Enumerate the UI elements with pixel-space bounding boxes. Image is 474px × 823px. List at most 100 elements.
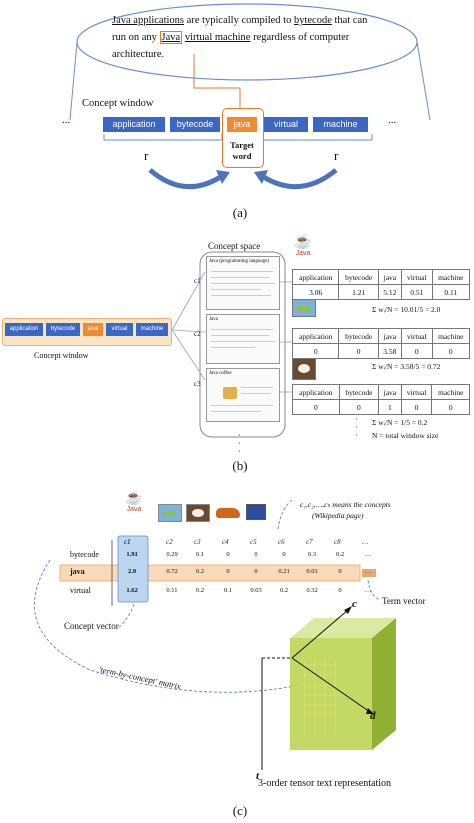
caption-b: (b) [232,458,248,473]
cell-java-c6: 0.21 [278,568,290,575]
cell-bytecode-c5: 0 [254,551,258,558]
sentence-bytecode: bytecode [293,15,332,26]
left-ellipsis: ... [62,114,71,126]
cell-java-c4: 0 [226,568,230,575]
cell-bytecode-c8: 0.2 [335,551,345,558]
radius-label-left: r [144,148,149,163]
concept-window-label-a: Concept window [82,98,154,109]
cell-bytecode-c7: 0.3 [307,551,317,558]
radius-label-right: r [334,148,339,163]
sentence-java-target: Java [159,31,183,44]
cell-bytecode-c6: 0 [282,551,286,558]
right-curved-arrow [260,168,338,190]
doc-c1: Java (programming language) [206,256,280,310]
b-token-java: java [83,323,103,336]
col-c5: c5 [250,538,257,546]
token-machine: machine [313,117,368,132]
term-vector-label: Term vector [382,596,426,606]
b-token-application: application [5,323,43,336]
concept-vector-label: Concept vector [64,621,119,631]
cell-virtual-c7: 0.32 [306,587,318,594]
term-vector-arrow [367,579,381,601]
cell-java-more: … [364,568,372,575]
b-token-bytecode: bytecode [46,323,80,336]
left-curved-arrow [148,168,224,190]
cell-bytecode-c3: 0.1 [195,551,205,558]
tensor-side [372,618,396,750]
panel-c-graphics [34,499,396,770]
coffee-icon-c [186,504,210,522]
axis-c-label: c [352,598,357,610]
col-c1: c1 [124,538,131,546]
cell-virtual-c6: 0.2 [279,587,289,594]
cell-java-c7: 0.01 [306,568,318,575]
axis-d-label: d [370,710,376,722]
formula-c3: Σ wᵢ/N = 1/5 = 0.2 [372,418,428,427]
doc-id-c1: c1 [194,277,201,285]
computer-icon [246,504,266,520]
map-icon-c [158,504,182,522]
doc-id-c3: c3 [194,380,201,388]
caption-c: (c) [232,803,248,818]
tensor-grid [300,660,340,735]
col-c7: c7 [306,538,313,546]
cell-virtual-c8: 0 [338,587,342,594]
cell-bytecode-c1: 1.91 [126,551,138,558]
right-ellipsis: ... [388,114,397,126]
tensor-label: 3-order tensor text representation [258,778,392,789]
axis-t-label: t [256,770,260,782]
token-java: java [227,117,257,132]
matrix-to-tensor-arrow [34,559,301,693]
token-application: application [103,117,165,132]
doc-c3-title: Java coffee [209,371,232,376]
concept-vector-column [117,535,149,603]
tensor-top [290,618,396,638]
example-sentence: Java applications are typically compiled… [112,12,382,63]
cell-bytecode-c2: 0.29 [166,551,178,558]
doc-c2-title: Java [209,317,218,322]
doc-dots: ··· [238,431,241,456]
sentence-part-4: that can run on any [112,15,368,43]
cell-virtual-c5: 0.03 [250,587,262,594]
map-icon [292,299,316,317]
cell-java-c3: 0.2 [195,568,205,575]
cell-java-c8: 0 [338,568,342,575]
concepts-note-1: c₁,c₂,…,cₙ means the concepts [300,500,391,509]
doc-c2: Java [206,314,280,364]
concept-window-label-b: Concept window [34,351,89,360]
cell-virtual-c2: 0.11 [166,587,178,594]
doc-id-c2: c2 [194,330,201,338]
cell-virtual-more: … [364,587,372,594]
java-logo-text: Java [295,250,311,257]
car-icon [216,508,240,518]
doc-c1-title: Java (programming language) [209,259,269,264]
token-bytecode: bytecode [170,117,220,132]
col-c4: c4 [222,538,229,546]
col-more: … [362,538,369,546]
cell-bytecode-more: … [364,551,372,558]
formula-c2: Σ wᵢ/N = 3.58/5 = 0.72 [372,362,441,371]
token-virtual: virtual [264,117,308,132]
concept-space-title: Concept space [208,241,261,251]
cell-java-c5: 0 [254,568,258,575]
panel-a-graphics [69,3,431,190]
col-c3: c3 [194,538,201,546]
cell-virtual-c1: 1.62 [126,587,138,594]
sentence-part-8: regardless of computer architecture. [112,32,350,60]
doc-c3: Java coffee [206,368,280,422]
b-token-machine: machine [136,323,168,336]
concept-vector-arrow [117,603,135,629]
row-label-java: java [70,567,85,576]
target-label-1: Target [230,140,254,150]
concepts-note-2: (Wikipedia page) [312,511,364,520]
cell-bytecode-c4: 0 [226,551,230,558]
axis-c-line [291,609,349,659]
java-logo-icon: ☕ Java [292,236,314,262]
row-label-virtual: virtual [70,586,91,595]
cell-java-c1: 2.0 [127,568,137,575]
col-c8: c8 [334,538,341,546]
coffee-icon [292,358,316,380]
